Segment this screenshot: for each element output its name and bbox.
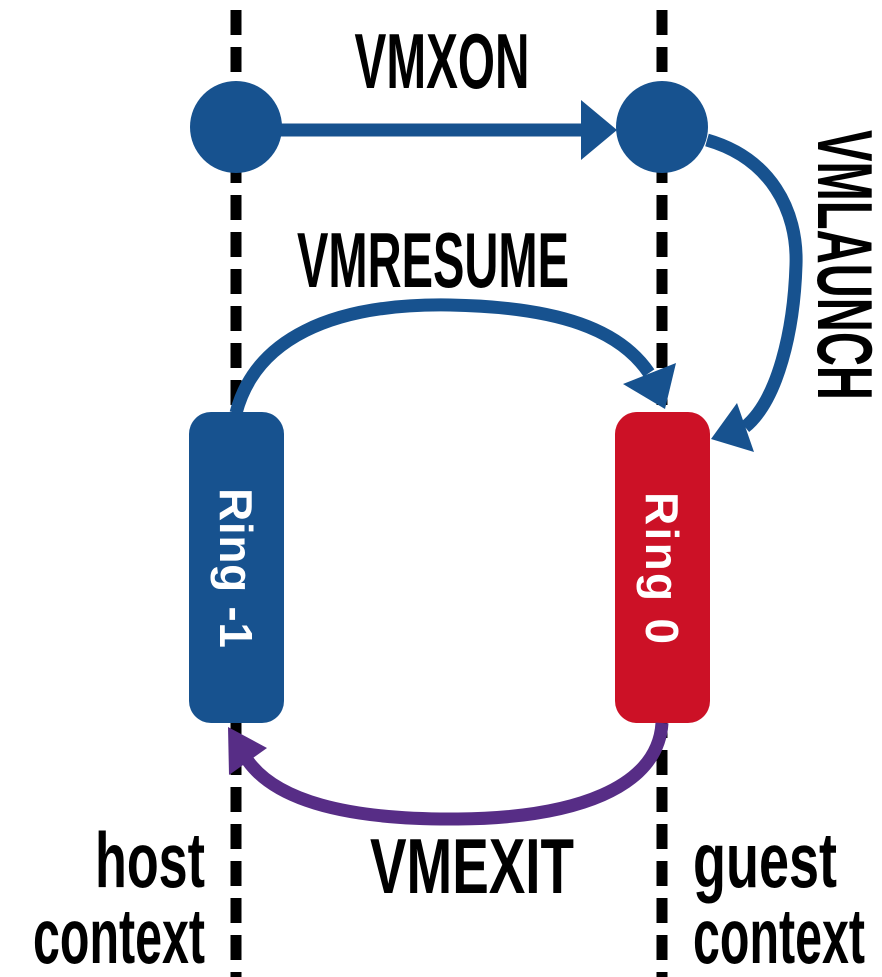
guest-ring-label: Ring 0: [636, 492, 688, 644]
guest-state-node: [616, 81, 708, 173]
host-context-label-line2: context: [33, 892, 205, 977]
vmxon-arrowhead: [581, 100, 617, 160]
host-state-node: [190, 81, 282, 173]
vmexit-arc: [242, 722, 669, 826]
guest-context-label-line1: guest: [693, 816, 837, 904]
guest-context-label-line2: context: [693, 892, 865, 977]
vmresume-label: VMRESUME: [297, 216, 569, 304]
vmresume-arc: [229, 298, 655, 415]
vmlaunch-arc: [705, 133, 803, 433]
host-ring-box: [189, 412, 284, 723]
guest-ring-box: [615, 412, 710, 723]
host-ring-label: Ring -1: [210, 488, 262, 648]
vmlaunch-arrowhead: [711, 403, 754, 452]
vmxon-label: VMXON: [355, 17, 530, 105]
vmexit-arrowhead: [228, 727, 267, 775]
vmlaunch-label: VMLAUNCH: [801, 130, 882, 400]
vmexit-label: VMEXIT: [370, 822, 574, 910]
host-context-label-line1: host: [95, 816, 205, 904]
vmresume-arrowhead: [623, 363, 676, 409]
